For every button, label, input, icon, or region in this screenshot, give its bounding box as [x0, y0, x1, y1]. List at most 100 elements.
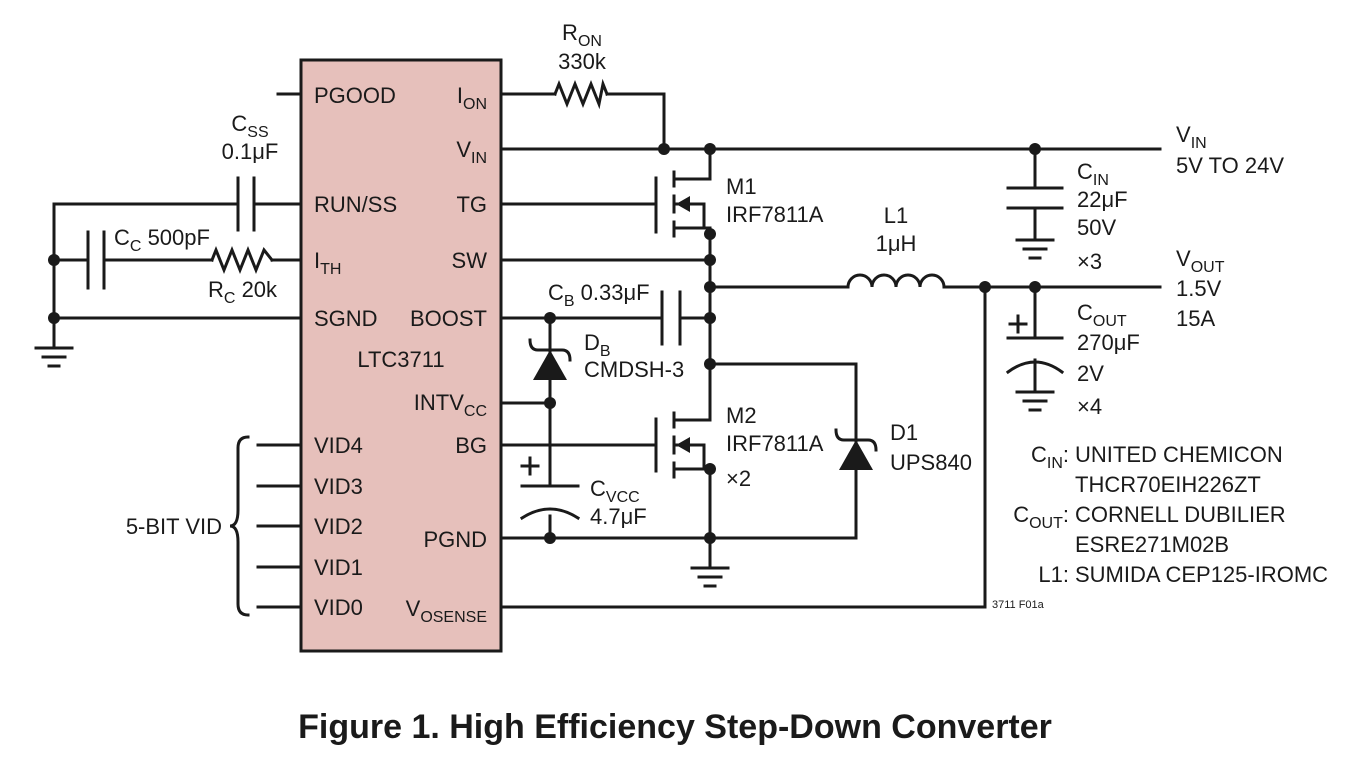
cvcc-label: CVCC	[590, 476, 640, 506]
pin-intvcc: INTVCC	[414, 390, 487, 420]
diode-db-icon	[528, 338, 572, 380]
cout-voltage: 2V	[1077, 361, 1104, 386]
note-cin-line2: THCR70EIH226ZT	[1075, 472, 1261, 497]
css-value: 0.1μF	[222, 139, 279, 164]
vout-rail-current: 15A	[1176, 306, 1215, 331]
css-label: CSS	[231, 111, 268, 141]
junction-dot	[704, 281, 716, 293]
ground-icon	[1015, 238, 1055, 260]
pin-vin: VIN	[456, 137, 487, 167]
capacitor-cc-icon	[86, 230, 106, 290]
pin-vid1: VID1	[314, 555, 363, 580]
junction-dot	[704, 532, 716, 544]
ron-label: RON	[562, 20, 602, 50]
figure-id: 3711 F01a	[992, 599, 1045, 611]
m2-name: M2	[726, 403, 757, 428]
vin-rail-range: 5V TO 24V	[1176, 153, 1284, 178]
pin-vid2: VID2	[314, 514, 363, 539]
cb-label: CB 0.33μF	[548, 280, 650, 310]
resistor-ron-icon	[553, 78, 609, 110]
cin-qty: ×3	[1077, 249, 1102, 274]
l1-name: L1	[884, 203, 908, 228]
mosfet-m2-icon	[654, 411, 712, 479]
left-side-wiring	[52, 92, 303, 609]
component-notes: CIN: UNITED CHEMICON THCR70EIH226ZT COUT…	[1013, 442, 1328, 587]
pin-vid4: VID4	[314, 433, 363, 458]
ground-icon	[690, 566, 730, 588]
pin-pgood: PGOOD	[314, 83, 396, 108]
pin-run-ss: RUN/SS	[314, 192, 397, 217]
cout-label: COUT	[1077, 300, 1127, 330]
pin-sw: SW	[452, 248, 488, 273]
pin-tg: TG	[456, 192, 487, 217]
junction-dot	[544, 397, 556, 409]
cvcc-value: 4.7μF	[590, 504, 647, 529]
junction-dot	[544, 312, 556, 324]
junction-dot	[704, 312, 716, 324]
ic-right-pin-labels: ION VIN TG SW BOOST INTVCC BG PGND VOSEN…	[406, 83, 488, 626]
m2-part: IRF7811A	[726, 431, 824, 456]
junction-dot	[48, 254, 60, 266]
pin-vid3: VID3	[314, 474, 363, 499]
cin-value: 22μF	[1077, 187, 1128, 212]
pin-ion: ION	[457, 83, 487, 113]
d1-name: D1	[890, 420, 918, 445]
note-cin-key: CIN:	[1031, 442, 1069, 472]
ic-body-ltc3711	[299, 58, 503, 653]
note-cin-line1: UNITED CHEMICON	[1075, 442, 1283, 467]
ron-value: 330k	[558, 49, 607, 74]
junction-dots	[544, 143, 1041, 544]
junction-dot	[544, 532, 556, 544]
cout-value: 270μF	[1077, 330, 1140, 355]
vid-bus-label: 5-BIT VID	[126, 514, 222, 539]
cout-qty: ×4	[1077, 394, 1102, 419]
note-cout-line1: CORNELL DUBILIER	[1075, 502, 1286, 527]
m1-part: IRF7811A	[726, 202, 824, 227]
junction-dot	[658, 143, 670, 155]
db-part: CMDSH-3	[584, 357, 684, 382]
m2-qty: ×2	[726, 466, 751, 491]
note-cout-key: COUT:	[1013, 502, 1069, 532]
junction-dot	[1029, 281, 1041, 293]
diode-d1-icon	[834, 428, 878, 470]
note-l1-key: L1:	[1038, 562, 1069, 587]
pin-vosense: VOSENSE	[406, 596, 487, 626]
db-label: DB	[584, 330, 611, 360]
cin-voltage: 50V	[1077, 215, 1116, 240]
capacitor-cin-icon	[1006, 186, 1064, 210]
cc-label: CC 500pF	[114, 225, 210, 255]
note-l1-line1: SUMIDA CEP125-IROMC	[1075, 562, 1328, 587]
pin-bg: BG	[455, 433, 487, 458]
m1-name: M1	[726, 174, 757, 199]
note-cout-line2: ESRE271M02B	[1075, 532, 1229, 557]
junction-dot	[704, 358, 716, 370]
junction-dot	[704, 254, 716, 266]
vout-rail-voltage: 1.5V	[1176, 276, 1222, 301]
ic-name-label: LTC3711	[357, 347, 444, 372]
inductor-l1-icon	[846, 273, 946, 289]
pin-pgnd: PGND	[423, 527, 487, 552]
junction-dot	[48, 312, 60, 324]
pin-sgnd: SGND	[314, 306, 378, 331]
capacitor-css-icon	[236, 176, 256, 232]
vin-rail-label: VIN	[1176, 122, 1207, 152]
pin-vid0: VID0	[314, 595, 363, 620]
vout-rail-label: VOUT	[1176, 246, 1225, 276]
pin-boost: BOOST	[410, 306, 487, 331]
capacitor-cb-icon	[660, 290, 682, 346]
cin-label: CIN	[1077, 159, 1109, 189]
capacitor-cout-icon	[1005, 314, 1065, 375]
d1-part: UPS840	[890, 450, 972, 475]
l1-value: 1μH	[876, 231, 917, 256]
resistor-rc-icon	[210, 245, 275, 275]
mosfet-m1-icon	[654, 170, 712, 238]
rc-label: RC 20k	[208, 277, 278, 307]
junction-dot	[704, 143, 716, 155]
figure-caption: Figure 1. High Efficiency Step-Down Conv…	[298, 708, 1052, 746]
vid-brace	[229, 435, 250, 617]
ic-left-pin-labels: PGOOD RUN/SS ITH SGND VID4 VID3 VID2 VID…	[314, 83, 397, 620]
ground-icon	[34, 346, 74, 368]
junction-dot	[979, 281, 991, 293]
capacitor-cvcc-icon	[519, 456, 581, 521]
